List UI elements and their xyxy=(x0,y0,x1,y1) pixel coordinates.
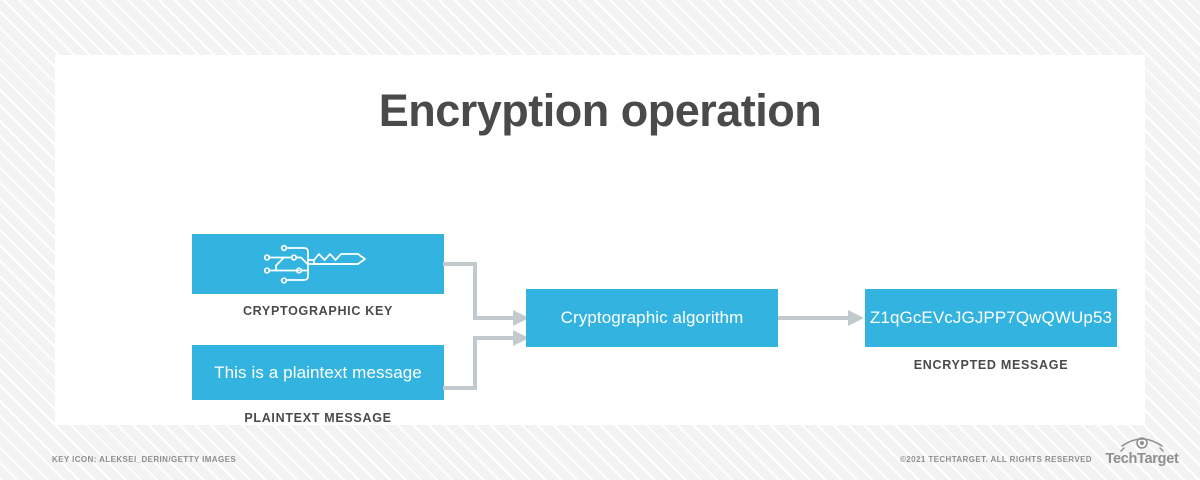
merge-connector-arrows xyxy=(443,262,529,390)
techtarget-wordmark: TechTarget xyxy=(1105,451,1179,467)
encrypted-message-caption: ENCRYPTED MESSAGE xyxy=(913,358,1069,372)
image-credit: KEY ICON: ALEKSEI_DERIN/GETTY IMAGES xyxy=(52,455,237,464)
encrypted-message-box: Z1qGcEVcJGJPP7QwQWUp53 xyxy=(865,289,1117,347)
plaintext-message-caption: PLAINTEXT MESSAGE xyxy=(244,411,392,425)
cryptographic-algorithm-box: Cryptographic algorithm xyxy=(526,289,778,347)
plaintext-message-box: This is a plaintext message xyxy=(192,345,444,400)
cryptographic-algorithm-text: Cryptographic algorithm xyxy=(560,308,744,327)
output-connector-arrow xyxy=(778,310,864,326)
encrypted-message-text: Z1qGcEVcJGJPP7QwQWUp53 xyxy=(869,308,1113,327)
techtarget-logo: TechTarget xyxy=(1096,434,1188,470)
eye-icon xyxy=(1120,437,1164,452)
circuit-key-icon xyxy=(263,244,366,284)
cryptographic-key-box xyxy=(192,234,444,294)
copyright-notice: ©2021 TECHTARGET. ALL RIGHTS RESERVED xyxy=(900,455,1092,464)
plaintext-message-text: This is a plaintext message xyxy=(214,362,422,382)
page-title: Encryption operation xyxy=(378,85,822,136)
cryptographic-key-caption: CRYPTOGRAPHIC KEY xyxy=(242,304,394,318)
content-card: Encryption operation xyxy=(55,55,1145,425)
